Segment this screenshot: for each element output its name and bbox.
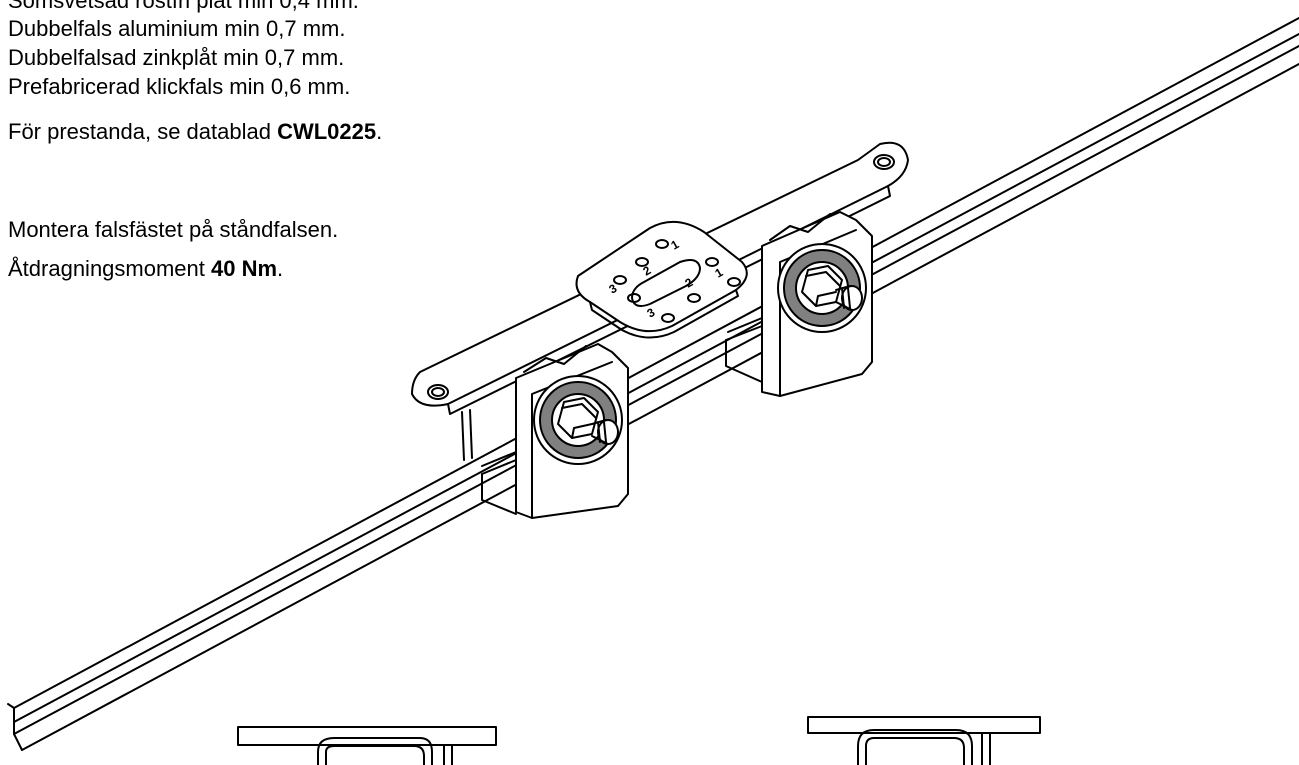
clamp-bracket-right <box>725 211 873 397</box>
profile-view-left <box>237 726 497 765</box>
material-line-clickseam: Prefabricerad klickfals min 0,6 mm. <box>8 74 351 99</box>
datasheet-code: CWL0225 <box>277 119 377 144</box>
mount-instruction: Montera falsfästet på ståndfalsen. <box>8 217 339 242</box>
hex-nut <box>557 397 599 439</box>
adjustment-hole <box>727 277 741 287</box>
material-line-stainless: Sömsvetsad rostfri plåt min 0,4 mm. <box>8 0 359 13</box>
adjustment-plate <box>575 221 748 339</box>
adjustment-hole <box>655 239 669 249</box>
adjustment-hole <box>613 275 627 285</box>
performance-note: För prestanda, se datablad CWL0225. <box>8 119 383 144</box>
plate-end-hole-left <box>427 384 449 400</box>
profile-view-right <box>807 716 1041 765</box>
adjustment-hole <box>687 293 701 303</box>
adjustment-hole <box>627 293 641 303</box>
adjustment-hole <box>705 257 719 267</box>
clamp-bracket-left <box>461 343 629 519</box>
torque-instruction: Åtdragningsmoment 40 Nm. <box>8 256 284 281</box>
torque-value: 40 Nm <box>211 256 278 281</box>
plate-end-hole-right <box>873 154 895 170</box>
material-line-aluminium: Dubbelfals aluminium min 0,7 mm. <box>8 16 346 41</box>
adjustment-hole <box>661 313 675 323</box>
adjustment-hole <box>635 257 649 267</box>
standing-seam-rail <box>7 17 1299 751</box>
material-line-zinc: Dubbelfalsad zinkplåt min 0,7 mm. <box>8 45 345 70</box>
